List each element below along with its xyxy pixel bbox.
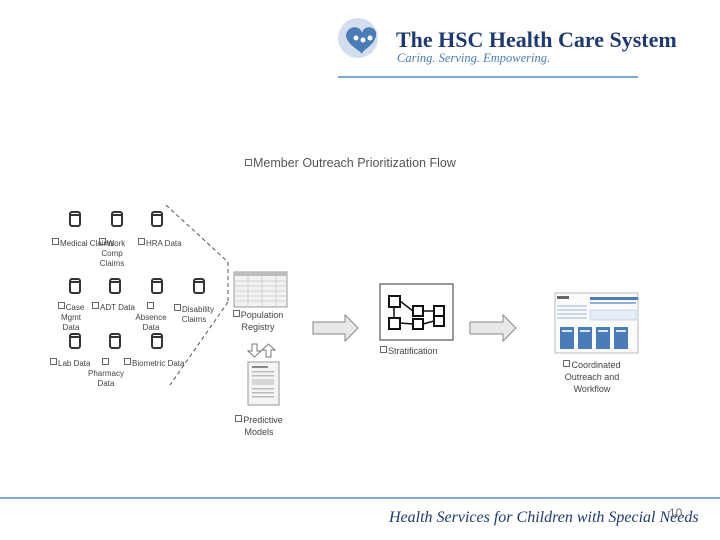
data-source-label: Pharmacy Data [87,369,124,388]
label-case-mgmt: Case Mgmt Data [57,302,85,333]
bullet-icon [124,358,131,365]
data-source-label: HRA Data [146,239,182,248]
db-icon-pharmacy [109,333,121,349]
header-rule [338,76,638,78]
db-icon-case2 [69,333,81,349]
bullet-icon [57,302,65,309]
data-source-label: Work Comp Claims [99,239,126,268]
db-icon-biometric [151,333,163,349]
bullet-icon [138,238,145,245]
label-coordinated-outreach: Coordinated Outreach and Workflow [556,359,628,395]
label-medical-claims: Medical Claims [52,238,114,249]
bullet-icon [102,358,109,365]
stratification-icon [379,283,454,341]
label-disability-claims: Disability Claims [173,304,215,325]
outreach-dashboard-icon [554,292,639,354]
bullet-icon [52,238,59,245]
label-lab-data: Lab Data [50,358,90,369]
coordinated-outreach-text: Coordinated Outreach and Workflow [564,360,621,394]
data-source-label: Lab Data [58,359,91,368]
population-registry-text: Population Registry [240,310,284,332]
up-down-arrows-icon [246,343,277,358]
predictive-models-icon [247,361,280,406]
label-stratification: Stratification [380,345,438,357]
db-icon-medical [69,211,81,227]
bullet-icon [563,360,571,367]
bullet-icon [92,302,99,309]
bullet-icon [380,346,387,353]
bullet-icon [173,304,181,311]
data-source-label: Absence Data [135,313,167,332]
footer-text: Health Services for Children with Specia… [389,509,699,526]
label-population-registry: Population Registry [228,309,288,333]
data-source-label: Disability Claims [181,305,214,324]
label-adt-data: ADT Data [92,302,135,313]
data-source-label: ADT Data [100,303,135,312]
data-source-label: Case Mgmt Data [61,303,85,332]
db-icon-adt [109,278,121,294]
arrow-right-icon-1 [312,313,359,343]
label-absence-data: Absence Data [132,302,170,333]
database-icons [69,211,205,349]
bullet-icon [147,302,154,309]
bullet-icon [98,238,106,245]
bullet-icon [235,415,243,422]
flow-title-text: Member Outreach Prioritization Flow [253,156,456,170]
db-icon-hra [151,211,163,227]
bullet-icon [232,310,240,317]
db-icon-disability [193,278,205,294]
label-hra-data: HRA Data [138,238,182,249]
label-biometric-data: Biometric Data [124,358,184,369]
data-source-label: Medical Claims [60,239,115,248]
db-icon-absence [151,278,163,294]
data-source-label: Biometric Data [132,359,185,368]
bullet-icon [245,159,252,166]
db-icon-workcomp [111,211,123,227]
population-registry-icon [233,271,288,308]
flow-title: Member Outreach Prioritization Flow [245,156,456,170]
brand-tagline: Caring. Serving. Empowering. [397,51,551,65]
footer-rule [0,497,720,499]
db-icon-case [69,278,81,294]
predictive-models-text: Predictive Models [243,415,283,437]
brand-title: The HSC Health Care System [396,27,677,52]
label-predictive-models: Predictive Models [231,414,287,438]
page-number: 10 [669,506,683,520]
bullet-icon [50,358,57,365]
stratification-text: Stratification [388,346,438,356]
label-work-comp: Work Comp Claims [96,238,128,269]
label-pharmacy-data: Pharmacy Data [86,358,126,389]
arrow-right-icon-2 [469,313,517,343]
dashed-bracket [165,204,229,386]
